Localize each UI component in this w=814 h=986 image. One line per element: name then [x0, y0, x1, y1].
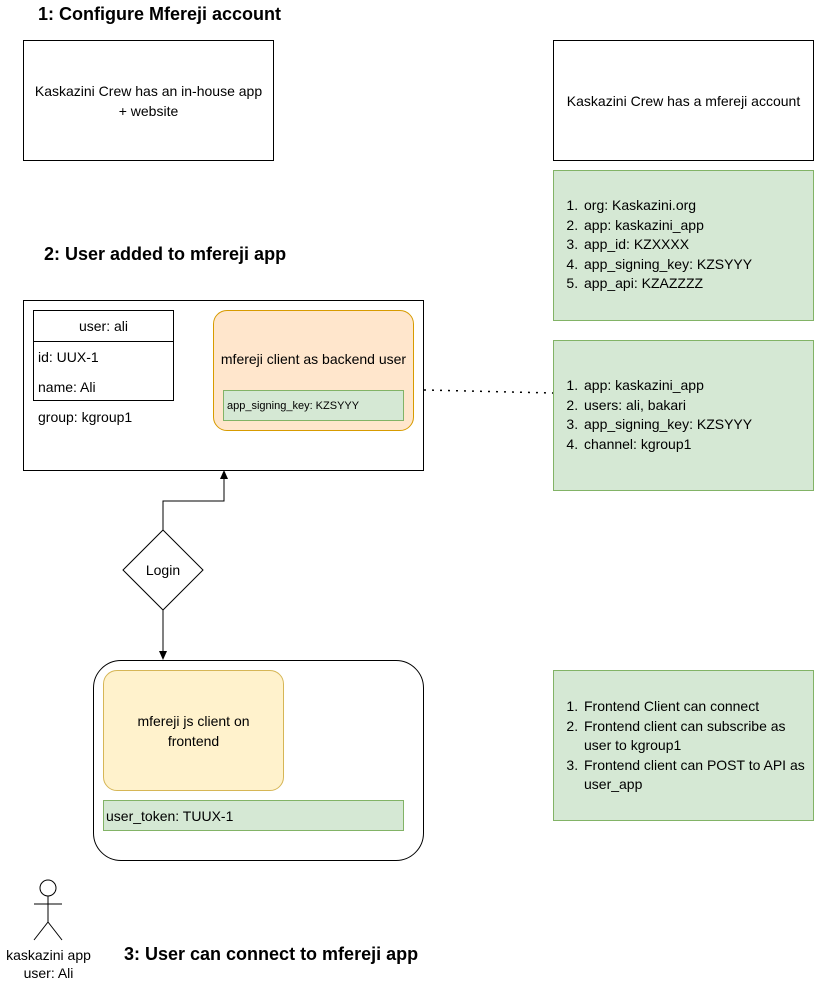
user-table: user: ali id: UUX-1 name: Ali — [33, 310, 174, 401]
mfereji-account-text: Kaskazini Crew has a mfereji account — [566, 92, 801, 109]
login-arrow-down-head — [159, 651, 167, 660]
account-config-item: app_signing_key: KZSYYY — [582, 255, 813, 275]
dotted-link-backend-config — [423, 389, 554, 394]
heading-step3: 3: User can connect to mfereji app — [124, 944, 419, 964]
account-config-note: org: Kaskazini.org app: kaskazini_app ap… — [553, 170, 814, 321]
user-table-name: name: Ali — [38, 379, 96, 395]
app-config-item: app: kaskazini_app — [582, 376, 813, 396]
capability-item: Frontend client can subscribe as user to… — [582, 717, 809, 756]
backend-client-label: mfereji client as backend user — [220, 351, 407, 367]
user-token-box: user_token: TUUX-1 — [103, 800, 404, 831]
mfereji-account-box: Kaskazini Crew has a mfereji account — [553, 40, 814, 161]
frontend-client-label: mfereji js client on frontend — [137, 712, 250, 749]
actor-label: kaskazini app user: Ali — [6, 947, 91, 981]
app-config-item: users: ali, bakari — [582, 396, 813, 416]
capability-item: Frontend Client can connect — [582, 697, 809, 717]
heading-step2: 2: User added to mfereji app — [44, 244, 287, 264]
inhouse-app-text: Kaskazini Crew has an in-house app + web… — [34, 82, 263, 119]
user-table-id: id: UUX-1 — [38, 349, 99, 365]
heading-step1: 1: Configure Mfereji account — [38, 4, 282, 24]
login-arrow-up-line — [162, 479, 225, 530]
backend-client-box: mfereji client as backend user app_signi… — [213, 310, 414, 431]
account-config-item: app_id: KZXXXX — [582, 235, 813, 255]
app-config-item: app_signing_key: KZSYYY — [582, 415, 813, 435]
app-config-item: channel: kgroup1 — [582, 435, 813, 455]
account-config-item: org: Kaskazini.org — [582, 196, 813, 216]
frontend-client-box: mfereji js client on frontend — [103, 670, 284, 791]
user-actor-icon — [33, 879, 63, 941]
account-config-item: app_api: KZAZZZZ — [582, 274, 813, 294]
backend-signing-key: app_signing_key: KZSYYY — [223, 390, 404, 421]
user-table-header: user: ali — [34, 311, 173, 342]
capabilities-note: Frontend Client can connect Frontend cli… — [553, 670, 814, 821]
login-label: Login — [145, 562, 181, 578]
user-group-label: group: kgroup1 — [38, 409, 133, 425]
capability-item: Frontend client can POST to API as user_… — [582, 756, 809, 795]
login-arrow-up-head — [220, 470, 228, 479]
inhouse-app-box: Kaskazini Crew has an in-house app + web… — [23, 40, 274, 161]
account-config-item: app: kaskazini_app — [582, 216, 813, 236]
app-config-note: app: kaskazini_app users: ali, bakari ap… — [553, 340, 814, 491]
